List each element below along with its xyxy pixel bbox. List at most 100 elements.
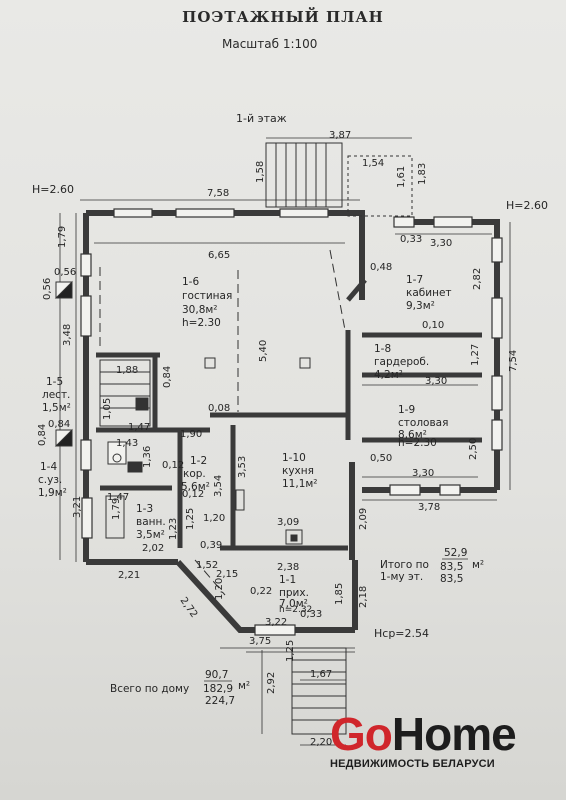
svg-text:30,8м²: 30,8м²	[182, 304, 218, 316]
dim-label: 1,05	[102, 398, 113, 420]
room-1-5: 1-5 лест. 1,5м²	[42, 376, 71, 414]
dim-label: 1,23	[168, 518, 179, 540]
dim-label: 1,54	[362, 158, 384, 169]
room-1-10: 1-10 кухня 11,1м²	[282, 452, 318, 490]
dim-label: 2,18	[358, 586, 369, 608]
dim-label: 0,12	[162, 460, 184, 471]
svg-text:1-10: 1-10	[282, 452, 306, 464]
logo-tagline: НЕДВИЖИМОСТЬ БЕЛАРУСИ	[330, 758, 495, 770]
floor-label: 1-й этаж	[236, 112, 287, 125]
dim-label: 3,30	[430, 238, 452, 249]
dim-label: 3,30	[425, 376, 447, 387]
dim-label: 1,36	[142, 446, 153, 468]
svg-text:ванн.: ванн.	[136, 516, 166, 528]
dim-label: 3,09	[277, 517, 299, 528]
dim-label: 1,79	[111, 498, 122, 520]
svg-text:столовая: столовая	[398, 417, 448, 429]
dim-label: 1,85	[334, 583, 345, 605]
svg-text:90,7: 90,7	[205, 669, 228, 681]
svg-text:с.уз.: с.уз.	[38, 474, 62, 486]
svg-text:1,5м²: 1,5м²	[42, 402, 71, 414]
dim-label: 1,47	[107, 492, 129, 503]
svg-text:м²: м²	[472, 559, 484, 571]
dim-label: 2,38	[277, 562, 299, 573]
dim-label: 0,39	[200, 540, 222, 551]
room-1-3: 1-3 ванн. 3,5м²	[136, 503, 166, 541]
dim-label: 0,08	[208, 403, 230, 414]
dim-label: 0,56	[42, 278, 53, 300]
svg-text:182,9: 182,9	[203, 683, 233, 695]
svg-text:прих.: прих.	[279, 587, 309, 599]
room-1-9: 1-9 столовая 8,6м² h=2.30	[398, 404, 448, 449]
dim-label: 2,72	[178, 595, 200, 620]
svg-text:кухня: кухня	[282, 465, 314, 477]
svg-text:кор.: кор.	[183, 468, 206, 480]
dim-label: 7,54	[508, 350, 519, 372]
dim-label: 2,92	[266, 672, 277, 694]
room-1-4: 1-4 с.уз. 1,9м²	[38, 461, 67, 499]
dim-label: 3,78	[418, 502, 440, 513]
dim-label: 1,58	[255, 161, 266, 183]
dim-label: 0,22	[250, 586, 272, 597]
svg-text:1,9м²: 1,9м²	[38, 487, 67, 499]
svg-text:гардероб.: гардероб.	[374, 356, 429, 368]
svg-text:1-3: 1-3	[136, 503, 153, 515]
dim-label: 3,48	[62, 324, 73, 346]
house-totals: Всего по дому 90,7 182,9 м² 224,7	[110, 669, 250, 707]
height-avg: Hср=2.54	[374, 627, 429, 640]
dim-label: 1,61	[396, 166, 407, 188]
room-1-6: 1-6 гостиная 30,8м² h=2.30	[182, 276, 232, 329]
dim-label: 0,84	[162, 366, 173, 388]
dim-label: 7,58	[207, 188, 229, 199]
dim-label: 2,21	[118, 570, 140, 581]
dim-label: 2,09	[358, 508, 369, 530]
dim-label: 3,53	[237, 456, 248, 478]
dim-label: 0,33	[400, 234, 422, 245]
svg-text:83,5: 83,5	[440, 573, 463, 585]
svg-text:Всего по дому: Всего по дому	[110, 683, 189, 695]
svg-text:1-4: 1-4	[40, 461, 57, 473]
dim-label: 0,48	[370, 262, 392, 273]
dim-label: 3,54	[213, 475, 224, 497]
dim-label: 6,65	[208, 250, 230, 261]
svg-text:9,3м²: 9,3м²	[406, 300, 435, 312]
svg-text:4,2м²: 4,2м²	[374, 369, 403, 381]
dim-label: 0,33	[300, 609, 322, 620]
dim-label: 1,88	[116, 365, 138, 376]
dim-label: 1,43	[116, 438, 138, 449]
dim-label: 5,40	[258, 340, 269, 362]
svg-text:гостиная: гостиная	[182, 290, 232, 302]
dim-label: 2,15	[216, 569, 238, 580]
room-1-7: 1-7 кабинет 9,3м²	[406, 274, 452, 312]
svg-text:11,1м²: 11,1м²	[282, 478, 318, 490]
wall-porch	[175, 559, 355, 633]
dim-label: 3,30	[412, 468, 434, 479]
svg-text:1-2: 1-2	[190, 455, 207, 467]
svg-text:1-6: 1-6	[182, 276, 199, 288]
dim-label: 1,52	[196, 560, 218, 571]
dim-label: 1,79	[57, 226, 68, 248]
dim-label: 0,84	[48, 419, 70, 430]
height-right: H=2.60	[506, 199, 548, 212]
dim-label: 1,25	[185, 508, 196, 530]
svg-text:1-1: 1-1	[279, 574, 296, 586]
dim-label: 3,75	[249, 636, 271, 647]
room-1-2: 1-2 кор. 5,6м²	[181, 455, 210, 493]
dim-label: 1,47	[128, 422, 150, 433]
svg-text:h=2.30: h=2.30	[398, 437, 437, 449]
dim-label: 1,20	[214, 578, 225, 600]
dim-label: 0,84	[37, 424, 48, 446]
room-1-8: 1-8 гардероб. 4,2м²	[374, 343, 429, 381]
svg-text:83,5: 83,5	[440, 561, 463, 573]
svg-text:8,6м²: 8,6м²	[398, 429, 427, 441]
dim-label: 1,20	[203, 513, 225, 524]
svg-text:лест.: лест.	[42, 389, 70, 401]
svg-text:224,7: 224,7	[205, 695, 235, 707]
dim-label: 3,22	[265, 617, 287, 628]
height-left: H=2.60	[32, 183, 74, 196]
svg-text:1-7: 1-7	[406, 274, 423, 286]
dim-label: 1,83	[417, 163, 428, 185]
svg-text:5,6м²: 5,6м²	[181, 481, 210, 493]
